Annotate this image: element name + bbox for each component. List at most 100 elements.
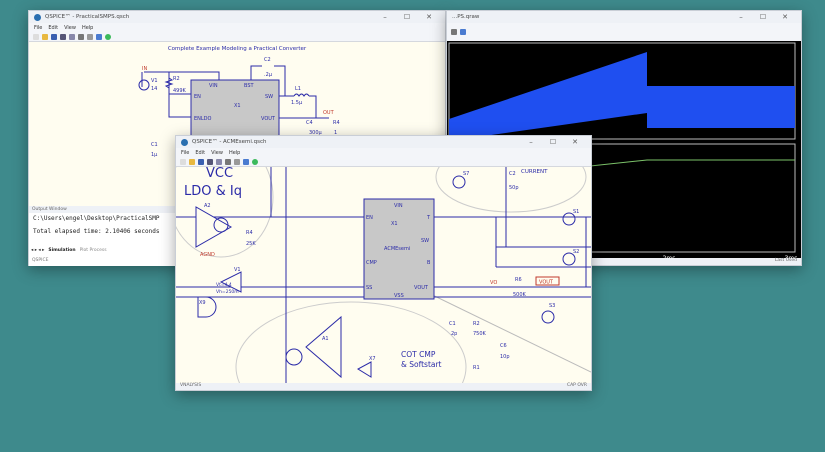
open-icon[interactable] bbox=[189, 158, 195, 165]
maximize-button[interactable]: ☐ bbox=[759, 13, 767, 21]
save-icon[interactable] bbox=[198, 158, 204, 165]
probe-icon[interactable] bbox=[207, 158, 213, 165]
maximize-button[interactable]: ☐ bbox=[403, 13, 411, 21]
vcc-label: VCC bbox=[206, 167, 233, 181]
settings-icon[interactable] bbox=[460, 29, 466, 35]
x-tick-2ms: 2ms bbox=[663, 255, 676, 259]
status-right: CAP OVR bbox=[566, 383, 587, 388]
pin-sw: SW bbox=[421, 238, 429, 244]
pin-b: B bbox=[427, 260, 431, 266]
current-label: CURRENT bbox=[521, 169, 548, 175]
v1-label: V1 bbox=[234, 267, 241, 273]
open-icon[interactable] bbox=[42, 33, 48, 40]
save-icon[interactable] bbox=[51, 33, 57, 40]
ic-name: ACMEsemi bbox=[384, 246, 410, 252]
pin-enldo: ENLDO bbox=[194, 116, 212, 122]
c1-value: 1µ bbox=[151, 152, 158, 158]
toolbar bbox=[176, 157, 591, 167]
x-tick-3ms: 3ms bbox=[785, 255, 798, 259]
cot-cmp-label: COT CMP bbox=[401, 350, 436, 359]
pin-bst: BST bbox=[244, 83, 255, 89]
menu-view[interactable]: View bbox=[211, 149, 223, 156]
v1-label: V1 bbox=[151, 78, 158, 84]
trace-switch-node bbox=[449, 52, 795, 141]
r2-value: 750K bbox=[473, 331, 487, 337]
schematic-title: Complete Example Modeling a Practical Co… bbox=[168, 46, 307, 52]
r4-value: 25K bbox=[246, 241, 256, 247]
maximize-button[interactable]: ☐ bbox=[549, 138, 557, 146]
title-bar: QSPICE™ - PracticalSMPS.qsch–☐✕ bbox=[29, 11, 445, 23]
tab-plot-process[interactable]: Plot Process bbox=[79, 248, 107, 253]
new-icon[interactable] bbox=[33, 33, 39, 40]
menu-edit[interactable]: Edit bbox=[195, 149, 206, 156]
toolbar bbox=[447, 23, 801, 41]
s2-label: S2 bbox=[573, 249, 579, 255]
settings-icon[interactable] bbox=[243, 158, 249, 165]
wire-icon[interactable] bbox=[69, 33, 75, 40]
title-bar: QSPICE™ - ACMEsemi.qsch – ☐ ✕ bbox=[176, 136, 591, 148]
wire-icon[interactable] bbox=[216, 158, 222, 165]
output-window-header: Output Window bbox=[29, 206, 179, 213]
s3-label: S3 bbox=[549, 303, 555, 309]
menu-help[interactable]: Help bbox=[228, 149, 241, 156]
menu-view[interactable]: View bbox=[64, 24, 76, 31]
nav-arrows-icon[interactable]: ◂ ▸ ◂ ▸ bbox=[31, 248, 45, 253]
zoom-icon[interactable] bbox=[87, 33, 93, 40]
menu-bar: File Edit View Help bbox=[176, 148, 591, 157]
ic-x1[interactable] bbox=[363, 198, 435, 300]
menu-file[interactable]: File bbox=[34, 24, 43, 31]
status-text: QSPICE bbox=[32, 258, 49, 263]
app-logo-icon bbox=[34, 13, 41, 21]
menu-help[interactable]: Help bbox=[81, 24, 94, 31]
status-left: VNALYSIS bbox=[180, 383, 202, 388]
minimize-button[interactable]: – bbox=[529, 138, 533, 146]
menu-file[interactable]: File bbox=[181, 149, 190, 156]
close-button[interactable]: ✕ bbox=[782, 13, 788, 21]
pin-t: T bbox=[426, 215, 431, 221]
r4-label: R4 bbox=[333, 120, 340, 126]
c6-label: C6 bbox=[500, 343, 507, 349]
minimize-button[interactable]: – bbox=[383, 13, 387, 21]
run-icon[interactable] bbox=[252, 158, 258, 165]
ic-label: X1 bbox=[234, 103, 241, 109]
c1-label: C1 bbox=[151, 142, 158, 148]
settings-icon[interactable] bbox=[96, 33, 102, 40]
net-in: IN bbox=[142, 66, 147, 72]
c2-value: .2µ bbox=[264, 72, 273, 78]
new-icon[interactable] bbox=[180, 158, 186, 165]
r2-label: R2 bbox=[173, 76, 180, 82]
print-icon[interactable] bbox=[225, 158, 231, 165]
print-icon[interactable] bbox=[78, 33, 84, 40]
vt-label: Vt=4.4 bbox=[216, 282, 232, 288]
close-button[interactable]: ✕ bbox=[426, 13, 432, 21]
ldo-label: LDO & Iq bbox=[184, 184, 242, 199]
run-icon[interactable] bbox=[105, 33, 111, 40]
pin-vss: VSS bbox=[394, 293, 404, 299]
r2-label: R2 bbox=[473, 321, 480, 327]
print-icon[interactable] bbox=[451, 29, 457, 35]
menu-edit[interactable]: Edit bbox=[48, 24, 59, 31]
c2-label: C2 bbox=[509, 171, 516, 177]
c1-value: 2p bbox=[451, 331, 457, 337]
agnd-label: AGND bbox=[200, 252, 215, 258]
r6-label: R6 bbox=[515, 277, 522, 283]
pin-en: EN bbox=[366, 215, 373, 221]
vh-label: Vh=250m bbox=[216, 289, 239, 295]
a2-label: A2 bbox=[204, 203, 211, 209]
c6-value: 10p bbox=[500, 354, 510, 360]
probe-icon[interactable] bbox=[60, 33, 66, 40]
close-button[interactable]: ✕ bbox=[572, 138, 578, 146]
window-title: ...PS.qraw bbox=[452, 14, 480, 20]
net-out: OUT bbox=[323, 110, 335, 116]
output-window: Output Window C:\Users\engel\Desktop\Pra… bbox=[29, 206, 179, 266]
tab-simulation[interactable]: Simulation bbox=[48, 248, 76, 253]
schematic-canvas[interactable]: VCC LDO & Iq X1 ACMEsemi VIN EN T SW CMP… bbox=[176, 167, 591, 384]
c1-label: C1 bbox=[449, 321, 456, 327]
status-bar: Last Used bbox=[447, 258, 801, 265]
minimize-button[interactable]: – bbox=[739, 13, 743, 21]
zoom-icon[interactable] bbox=[234, 158, 240, 165]
window-title: QSPICE™ - ACMEsemi.qsch bbox=[192, 139, 267, 145]
r1-label: R1 bbox=[473, 365, 480, 371]
